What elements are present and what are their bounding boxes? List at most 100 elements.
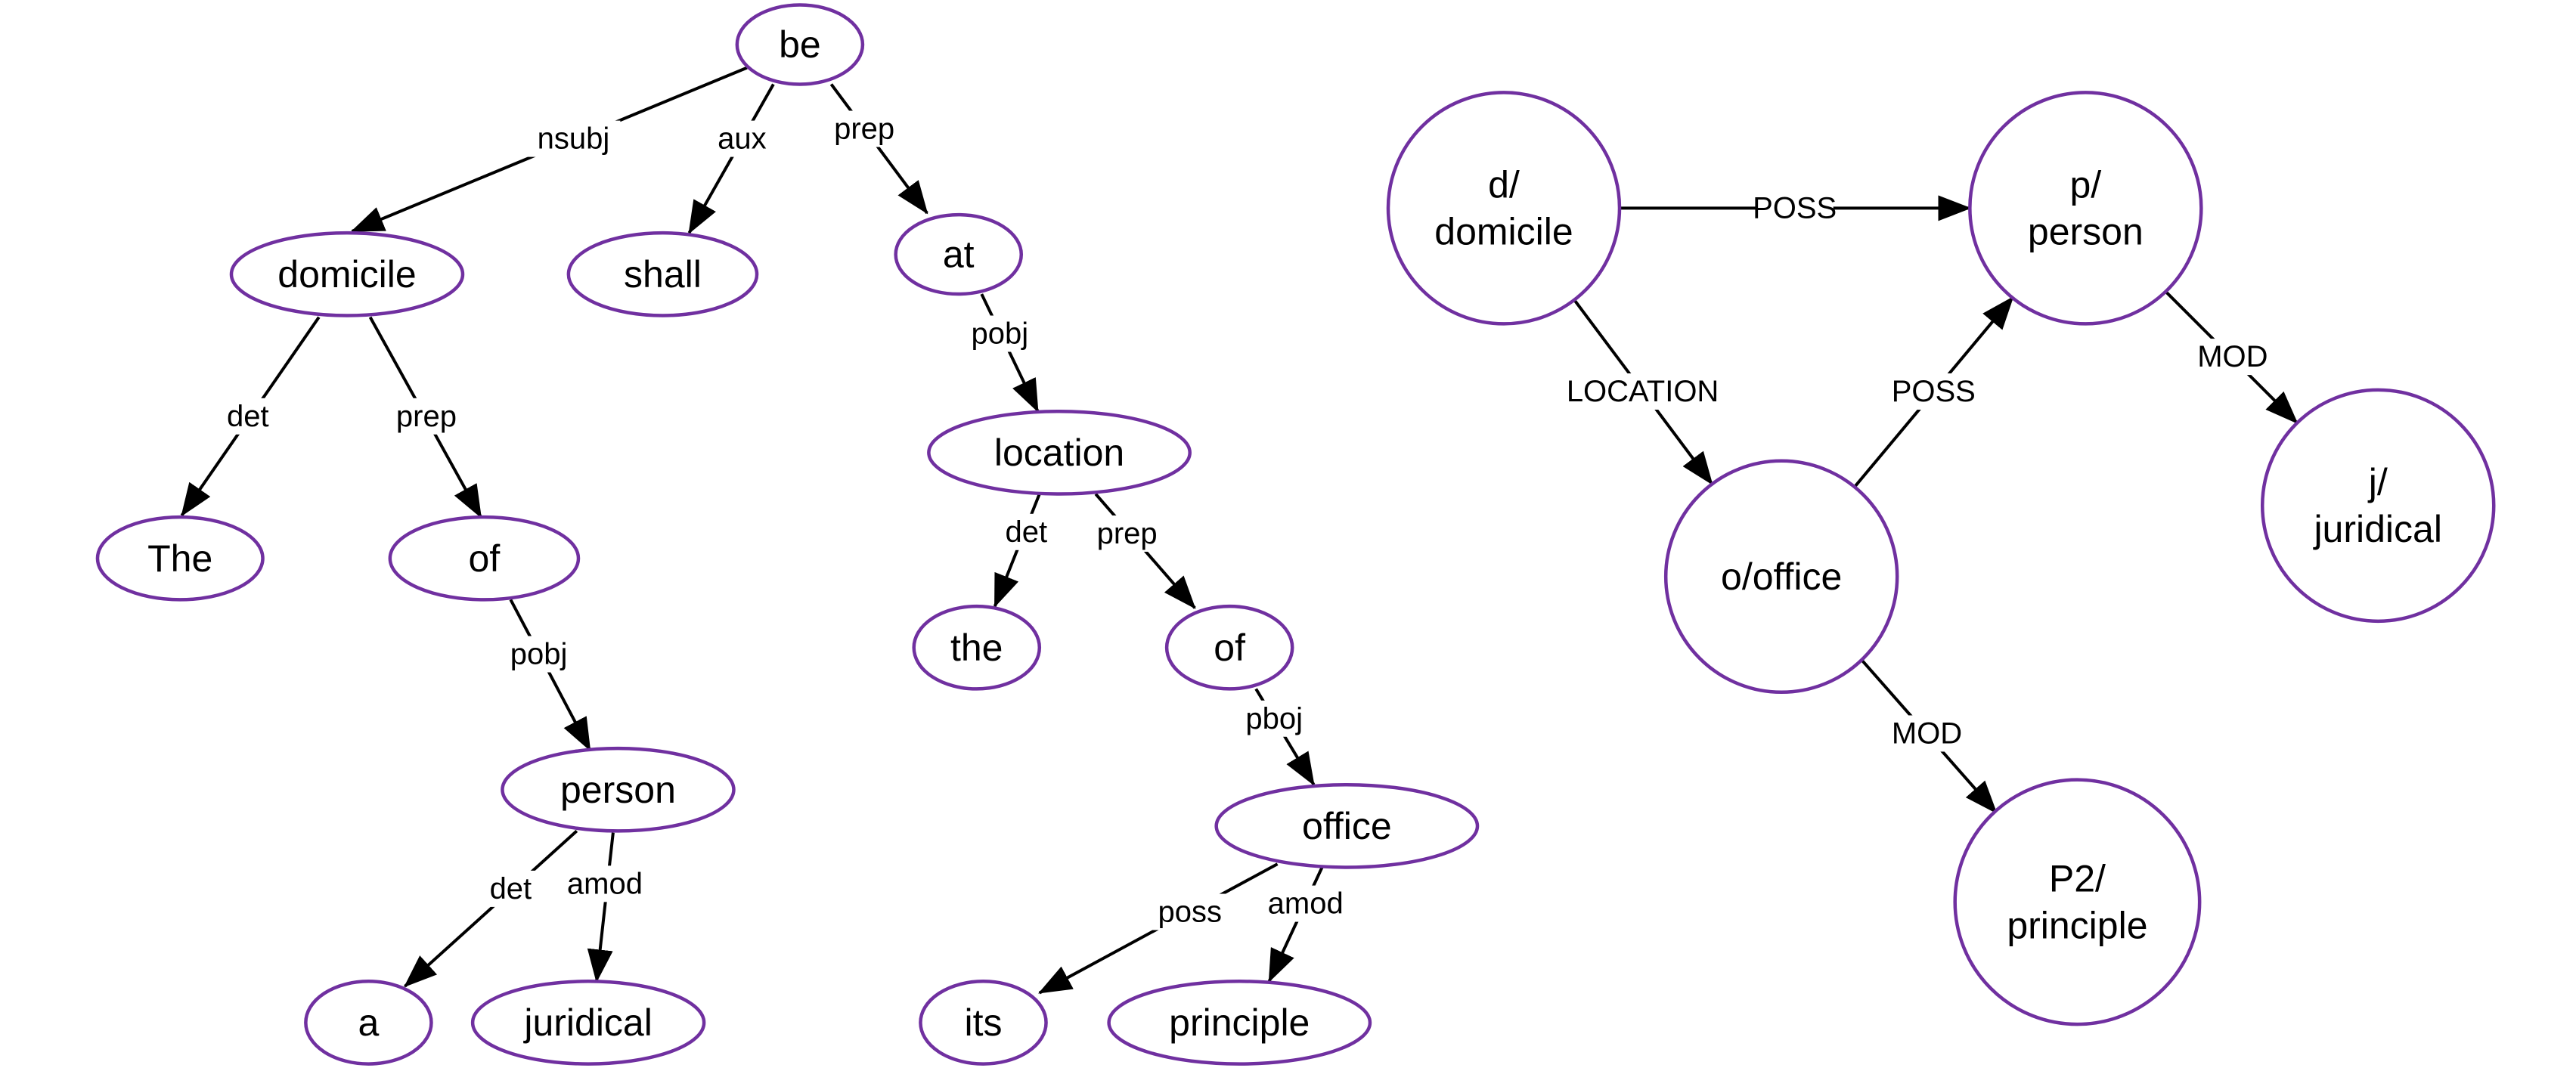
graph-node-j-label-line-1: j/ bbox=[2367, 461, 2388, 503]
tree-node-a-shape bbox=[304, 980, 433, 1066]
tree-node-of1: of bbox=[388, 515, 581, 602]
tree-node-shall-shape bbox=[566, 231, 759, 317]
tree-edge-location-to-the-line bbox=[993, 493, 1041, 608]
tree-node-juridical: juridical bbox=[470, 980, 706, 1066]
graph-edge-o-to-p2-label: MOD bbox=[1892, 717, 1962, 750]
graph-edge-o-to-p: POSS bbox=[1852, 296, 2014, 489]
tree-edge-person-to-juridical: amod bbox=[566, 832, 643, 983]
tree-node-its-label: its bbox=[964, 1001, 1002, 1044]
tree-edge-be-to-shall-label-bg bbox=[711, 120, 773, 157]
tree-edge-be-to-domicile: nsubj bbox=[350, 66, 748, 233]
tree-edge-of1-to-person-line bbox=[509, 599, 592, 752]
tree-edge-person-to-juridical-line bbox=[587, 832, 615, 983]
tree-node-domicile-label: domicile bbox=[277, 253, 416, 296]
tree-node-at-shape bbox=[894, 212, 1024, 296]
tree-edge-at-to-location-line bbox=[980, 293, 1040, 413]
graph-node-d-label-line-2: domicile bbox=[1434, 210, 1573, 252]
tree-edge-person-to-a-line bbox=[404, 829, 578, 988]
tree-edge-person-to-juridical-label-bg bbox=[566, 865, 643, 902]
tree-edge-of2-to-office: pboj bbox=[1235, 688, 1316, 786]
tree-edge-at-to-location-label-bg bbox=[961, 315, 1039, 352]
tree-node-a: a bbox=[304, 980, 433, 1066]
tree-edge-be-to-domicile-label-bg bbox=[526, 120, 621, 157]
graph-edge-d-to-p-label-bg bbox=[1756, 190, 1834, 227]
tree-edge-office-to-its-label: poss bbox=[1158, 896, 1222, 929]
graph-edge-p-to-j: MOD bbox=[2163, 289, 2299, 424]
tree-edge-office-to-principle-label: amod bbox=[1268, 887, 1344, 921]
tree-node-be-label: be bbox=[779, 23, 821, 66]
graph-node-p-label-line-1: p/ bbox=[2070, 163, 2102, 206]
tree-node-person-label: person bbox=[560, 769, 676, 811]
tree-node-principle-shape bbox=[1107, 980, 1372, 1066]
graph-node-d-label-line-1: d/ bbox=[1488, 163, 1520, 206]
graph-node-p2-shape bbox=[1953, 778, 2202, 1026]
tree-edge-be-to-at-line bbox=[829, 83, 928, 215]
graph-edge-d-to-o: LOCATION bbox=[1567, 299, 1719, 486]
graph-node-p2-label-line-2: principle bbox=[2007, 904, 2147, 946]
tree-node-its-shape bbox=[919, 980, 1048, 1066]
tree-edge-be-to-at: prep bbox=[826, 83, 928, 215]
tree-node-location: location bbox=[927, 409, 1192, 496]
tree-edge-domicile-to-the-label-bg bbox=[217, 398, 278, 435]
graph-node-j: j/juridical bbox=[2260, 388, 2496, 624]
graph-node-p2: P2/principle bbox=[1953, 778, 2202, 1026]
tree-node-of1-label: of bbox=[469, 537, 501, 580]
graph-node-p2-label-line-1: P2/ bbox=[2049, 857, 2106, 899]
tree-edge-location-to-of2: prep bbox=[1088, 493, 1196, 609]
tree-node-be-shape bbox=[735, 3, 865, 86]
graph-edge-d-to-p-label: POSS bbox=[1753, 191, 1837, 224]
tree-node-office: office bbox=[1214, 782, 1480, 869]
tree-edge-location-to-of2-label: prep bbox=[1097, 517, 1158, 550]
tree-node-the-label: The bbox=[147, 537, 212, 580]
graph-edge-p-to-j-label-bg bbox=[2202, 339, 2263, 376]
tree-edge-be-to-domicile-label: nsubj bbox=[538, 122, 610, 156]
tree-edge-domicile-to-the-label: det bbox=[227, 400, 269, 433]
tree-node-person-shape bbox=[501, 746, 736, 833]
graph-edge-o-to-p2-label-bg bbox=[1896, 715, 1958, 752]
tree-node-the-label: the bbox=[950, 627, 1003, 669]
tree-edge-domicile-to-of1: prep bbox=[368, 316, 482, 519]
tree-node-its: its bbox=[919, 980, 1048, 1066]
tree-node-shall: shall bbox=[566, 231, 759, 317]
tree-node-office-shape bbox=[1214, 782, 1480, 869]
tree-node-juridical-shape bbox=[470, 980, 706, 1066]
tree-edge-person-to-juridical-label: amod bbox=[567, 867, 643, 900]
graph-node-p: p/person bbox=[1968, 91, 2203, 326]
tree-node-the: the bbox=[912, 604, 1042, 691]
tree-edge-of2-to-office-label: pboj bbox=[1245, 702, 1303, 735]
graph-edge-d-to-o-label-bg bbox=[1570, 373, 1715, 410]
tree-edge-location-to-the-label-bg bbox=[996, 513, 1057, 550]
tree-edge-person-to-a: det bbox=[404, 829, 578, 988]
graph-node-j-shape bbox=[2260, 388, 2496, 624]
tree-node-person: person bbox=[501, 746, 736, 833]
tree-edge-be-to-at-label-bg bbox=[826, 110, 904, 147]
tree-edge-office-to-principle-label-bg bbox=[1266, 885, 1344, 922]
tree-node-the: The bbox=[95, 515, 265, 602]
graph-edge-d-to-o-label: LOCATION bbox=[1567, 375, 1719, 408]
tree-node-of1-shape bbox=[388, 515, 581, 602]
tree-node-office-label: office bbox=[1302, 805, 1392, 847]
tree-edge-location-to-of2-label-bg bbox=[1088, 515, 1166, 552]
tree-edge-domicile-to-the: det bbox=[180, 316, 321, 517]
tree-edge-at-to-location: pobj bbox=[961, 293, 1040, 413]
graph-edge-d-to-p: POSS bbox=[1619, 190, 1972, 227]
tree-node-juridical-label: juridical bbox=[522, 1001, 653, 1044]
tree-edge-person-to-a-label-bg bbox=[480, 870, 541, 907]
graph-node-p-label-line-2: person bbox=[2028, 210, 2144, 252]
tree-edge-domicile-to-of1-label-bg bbox=[387, 398, 465, 435]
tree-node-shall-label: shall bbox=[624, 253, 702, 296]
tree-node-be: be bbox=[735, 3, 865, 86]
tree-node-principle: principle bbox=[1107, 980, 1372, 1066]
graph-node-d: d/domicile bbox=[1386, 91, 1622, 326]
tree-edge-at-to-location-label: pobj bbox=[972, 317, 1029, 351]
tree-node-location-shape bbox=[927, 409, 1192, 496]
tree-node-a-label: a bbox=[358, 1001, 380, 1044]
tree-edge-location-to-the-label: det bbox=[1006, 515, 1048, 549]
tree-edge-of1-to-person: pobj bbox=[500, 599, 592, 752]
tree-node-of2-shape bbox=[1164, 604, 1294, 691]
graph-edge-o-to-p-label-bg bbox=[1895, 373, 1973, 410]
graph-node-d-shape bbox=[1386, 91, 1622, 326]
